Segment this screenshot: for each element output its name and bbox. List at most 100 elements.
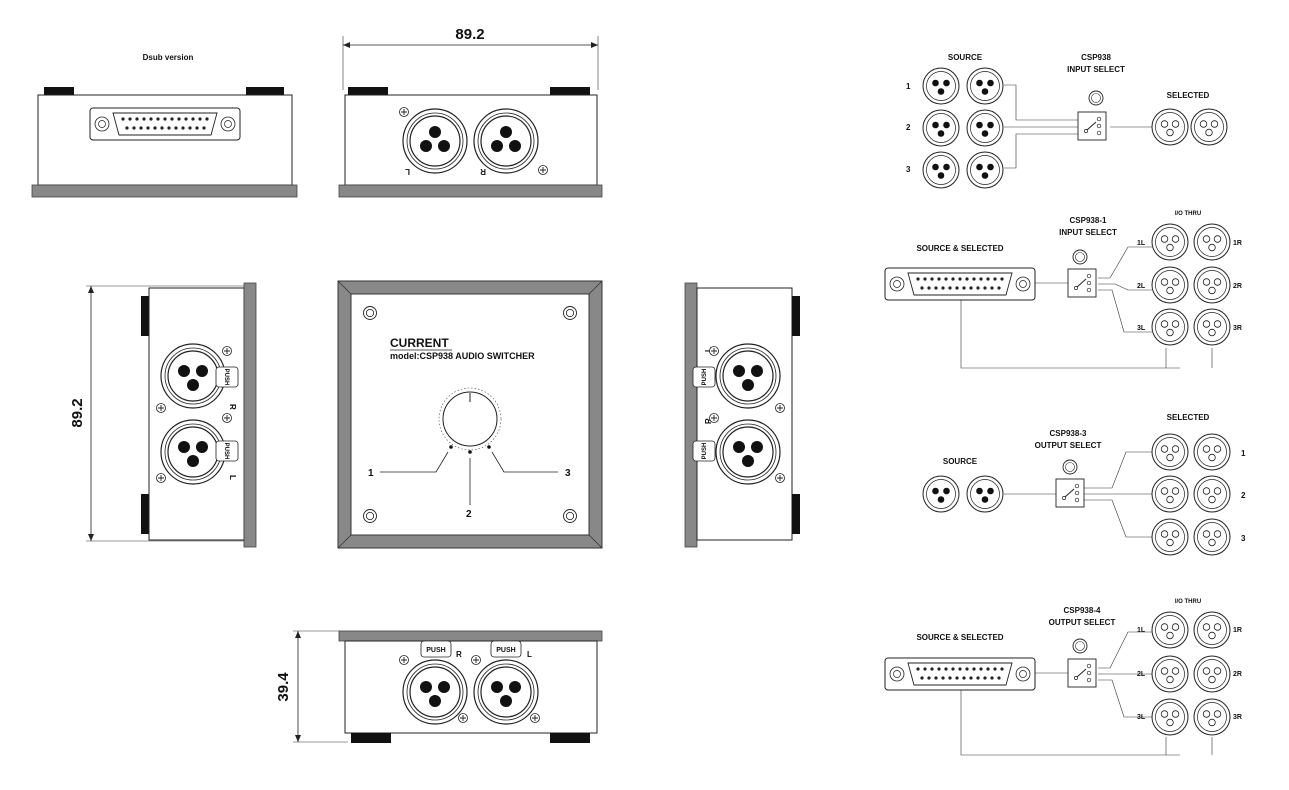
schematic-csp938-3: SOURCE CSP938-3 OUTPUT SELECT SELECTED 1… xyxy=(922,413,1246,556)
position-1-label: 1 xyxy=(368,468,374,479)
right-side-view: PUSH PUSH L R xyxy=(684,282,800,548)
io-left-label: 1L xyxy=(1137,240,1146,247)
xlr-connector xyxy=(1193,223,1231,261)
db25-connector xyxy=(884,267,1036,301)
channel-r-label: R xyxy=(228,404,237,410)
xlr-connector xyxy=(922,475,960,513)
mounting-screw-icon xyxy=(363,509,377,523)
cross-screw-icon xyxy=(709,346,719,356)
model-label: model:CSP938 AUDIO SWITCHER xyxy=(390,351,535,361)
row-label: 2 xyxy=(1241,491,1246,500)
position-2-label: 2 xyxy=(466,509,472,520)
knob-icon xyxy=(1062,459,1078,475)
xlr-connector xyxy=(966,67,1004,105)
xlr-connector xyxy=(1151,518,1189,556)
xlr-connector xyxy=(1193,475,1231,513)
row-label: 3 xyxy=(1241,534,1246,543)
xlr-connector xyxy=(966,109,1004,147)
xlr-connector xyxy=(1151,475,1189,513)
source-selected-label: SOURCE & SELECTED xyxy=(916,244,1003,253)
knob-icon xyxy=(1072,638,1088,654)
row-label: 1 xyxy=(1241,449,1246,458)
xlr-connector xyxy=(922,151,960,189)
xlr-connector-right xyxy=(473,108,539,174)
bottom-front-view: 39.4 PUSH PUSH R L xyxy=(275,630,603,743)
xlr-connector xyxy=(1151,266,1189,304)
xlr-connector-left xyxy=(402,108,468,174)
rubber-foot xyxy=(44,87,74,95)
knob-icon xyxy=(1088,90,1104,106)
xlr-rear-view: 89.2 L R xyxy=(338,26,603,198)
io-left-label: 2L xyxy=(1137,283,1146,290)
cross-screw-icon xyxy=(538,165,548,175)
io-thru-label: I/O THRU xyxy=(1175,211,1201,217)
db25-connector xyxy=(89,107,241,141)
channel-r-label: R xyxy=(704,418,713,424)
row-label: 3 xyxy=(906,165,911,174)
mounting-screw-icon xyxy=(563,509,577,523)
height-dimension: 89.2 xyxy=(69,398,86,427)
xlr-connector xyxy=(1193,518,1231,556)
xlr-connector xyxy=(1151,308,1189,346)
source-label: SOURCE xyxy=(948,53,983,62)
function-label: OUTPUT SELECT xyxy=(1049,618,1116,627)
xlr-connector-left xyxy=(473,659,539,725)
channel-l-label: L xyxy=(527,650,532,659)
xlr-connector xyxy=(1151,223,1189,261)
push-label: PUSH xyxy=(223,443,229,460)
cross-screw-icon xyxy=(775,473,785,483)
xlr-connector xyxy=(1193,433,1231,471)
xlr-connector-left xyxy=(160,419,226,485)
io-left-label: 3L xyxy=(1137,325,1146,332)
xlr-connector xyxy=(1193,266,1231,304)
io-right-label: 1R xyxy=(1233,627,1242,634)
selector-knob xyxy=(442,391,498,447)
front-panel-view: CURRENT model:CSP938 AUDIO SWITCHER 1 2 … xyxy=(337,280,603,549)
rubber-foot xyxy=(246,87,284,95)
width-dimension: 89.2 xyxy=(455,26,484,43)
xlr-connector xyxy=(922,109,960,147)
xlr-connector-right xyxy=(160,343,226,409)
channel-l-label: L xyxy=(228,475,237,480)
source-label: SOURCE xyxy=(943,457,978,466)
xlr-connector xyxy=(1193,698,1231,736)
switch-icon xyxy=(1055,478,1085,508)
xlr-connector-right xyxy=(715,419,781,485)
cross-screw-icon xyxy=(156,403,166,413)
io-left-label: 1L xyxy=(1137,627,1146,634)
cross-screw-icon xyxy=(399,107,409,117)
io-thru-label: I/O THRU xyxy=(1175,599,1201,605)
left-side-view: 89.2 PUSH PUSH R L xyxy=(69,282,257,548)
model-name-label: CSP938-1 xyxy=(1070,216,1107,225)
channel-r-label: R xyxy=(456,650,462,659)
xlr-connector-left xyxy=(715,343,781,409)
source-selected-label: SOURCE & SELECTED xyxy=(916,633,1003,642)
io-right-label: 2R xyxy=(1233,671,1242,678)
xlr-connector xyxy=(966,151,1004,189)
xlr-connector xyxy=(1151,655,1189,693)
io-left-label: 3L xyxy=(1137,714,1146,721)
cross-screw-icon xyxy=(222,413,232,423)
xlr-connector xyxy=(966,475,1004,513)
cross-screw-icon xyxy=(458,713,468,723)
xlr-connector xyxy=(1151,611,1189,649)
model-name-label: CSP938 xyxy=(1081,53,1111,62)
mounting-screw-icon xyxy=(363,306,377,320)
xlr-connector xyxy=(1151,433,1189,471)
io-right-label: 3R xyxy=(1233,714,1242,721)
switch-icon xyxy=(1077,111,1107,141)
xlr-connector xyxy=(1151,108,1189,146)
rubber-foot xyxy=(348,87,388,95)
cross-screw-icon xyxy=(399,655,409,665)
push-label: PUSH xyxy=(702,369,708,386)
push-label: PUSH xyxy=(426,647,445,654)
rubber-foot xyxy=(550,87,590,95)
io-right-label: 3R xyxy=(1233,325,1242,332)
function-label: INPUT SELECT xyxy=(1067,65,1125,74)
xlr-connector xyxy=(1151,698,1189,736)
xlr-connector xyxy=(1193,308,1231,346)
cross-screw-icon xyxy=(775,403,785,413)
switch-icon xyxy=(1067,658,1097,688)
row-label: 2 xyxy=(906,123,911,132)
